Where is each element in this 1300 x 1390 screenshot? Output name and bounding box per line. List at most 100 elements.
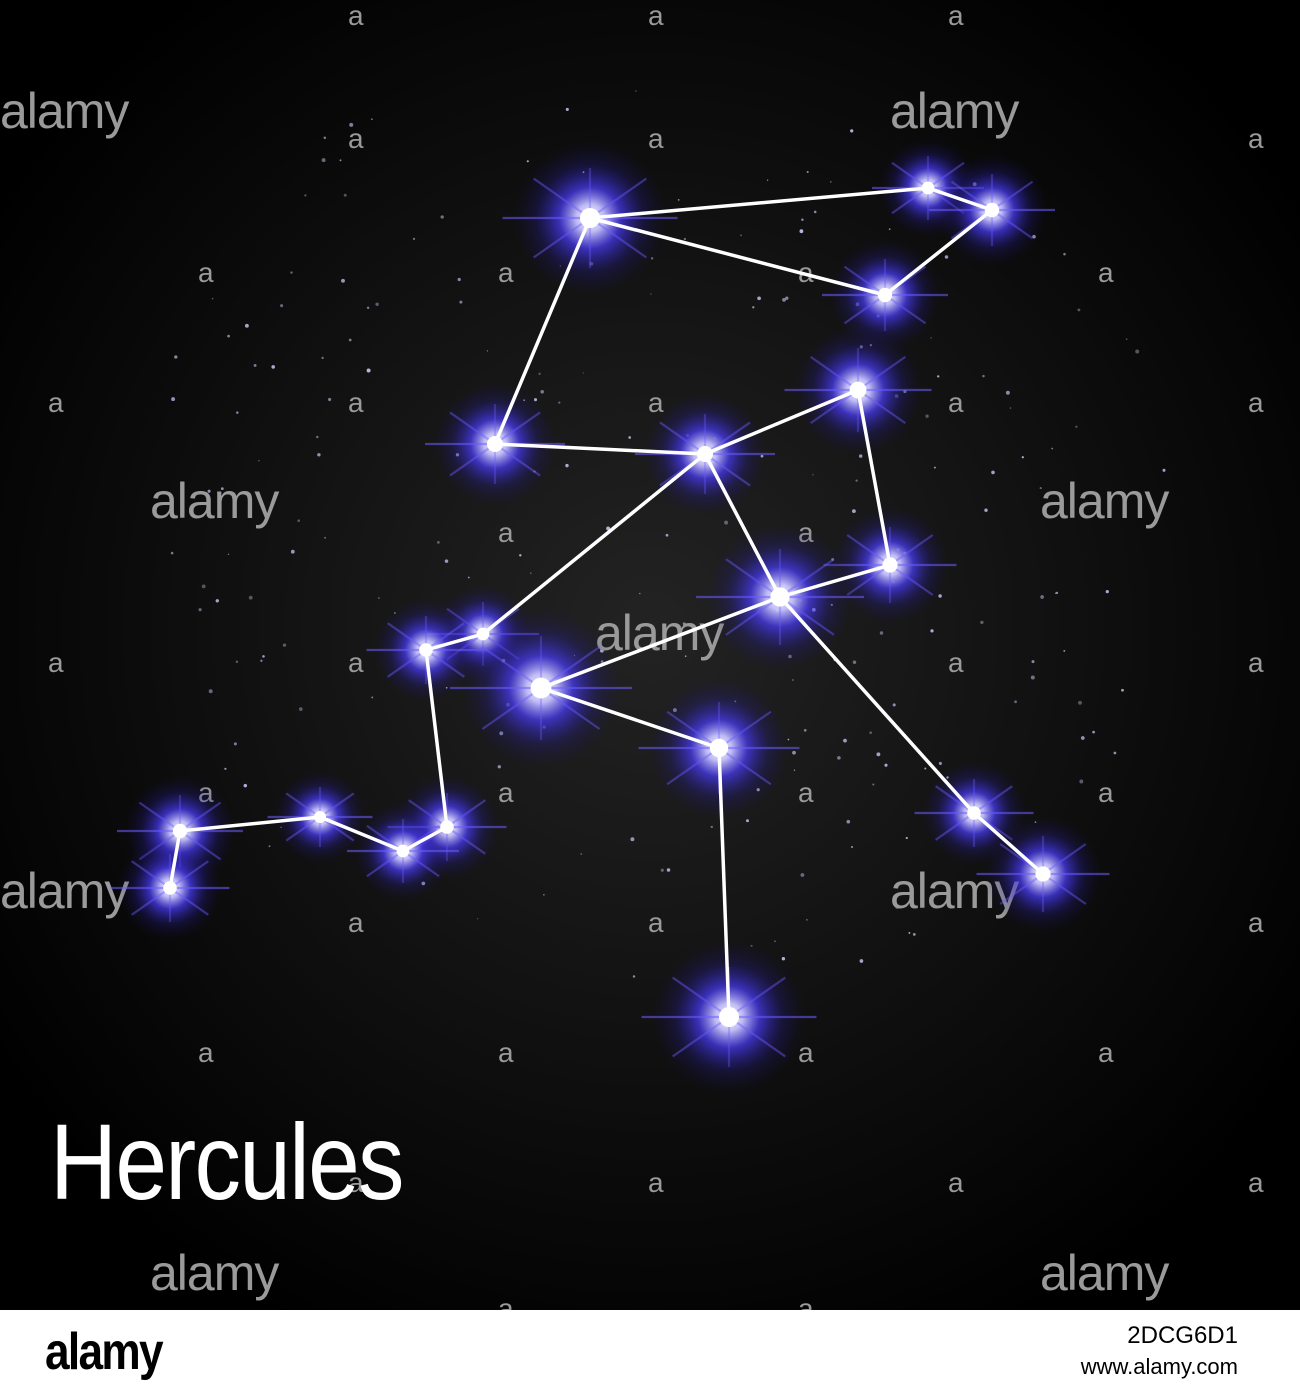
constellation-star	[697, 446, 713, 462]
background-star	[316, 435, 319, 439]
watermark-icon: a	[648, 907, 664, 938]
background-star	[349, 122, 354, 127]
watermark-icon: a	[348, 1167, 364, 1198]
background-star	[558, 401, 561, 404]
constellation-line	[424, 632, 485, 652]
background-star	[635, 90, 637, 92]
constellation-star	[419, 643, 433, 657]
background-star	[630, 837, 635, 842]
background-star	[253, 363, 257, 367]
watermark-text: alamy	[150, 1245, 279, 1301]
background-star	[1075, 425, 1078, 428]
constellation-star	[1035, 866, 1051, 882]
constellation-line	[926, 186, 994, 212]
background-star	[201, 584, 206, 589]
background-star	[683, 237, 687, 241]
constellation-star	[172, 823, 188, 839]
background-star	[519, 554, 522, 557]
constellation-line	[588, 186, 930, 220]
background-star	[799, 229, 804, 234]
background-star	[746, 819, 749, 823]
background-star	[317, 453, 321, 457]
background-star	[846, 819, 851, 824]
watermark-icon: a	[1248, 647, 1264, 678]
watermark-text: alamy	[0, 863, 129, 919]
background-star	[348, 338, 352, 342]
background-star	[980, 620, 984, 625]
constellation-star	[849, 381, 867, 399]
background-star	[321, 158, 326, 163]
watermark-icon: a	[948, 647, 964, 678]
background-star	[565, 107, 569, 111]
background-star	[1063, 649, 1066, 652]
background-star	[215, 599, 219, 603]
background-star	[323, 136, 327, 140]
background-star	[1030, 675, 1035, 680]
constellation-star	[770, 587, 790, 607]
background-star	[1054, 592, 1057, 595]
background-star	[850, 129, 854, 133]
background-star	[884, 763, 888, 767]
background-star	[1039, 487, 1042, 490]
background-star	[806, 170, 809, 174]
watermark-icon: a	[1248, 123, 1264, 154]
background-star	[248, 595, 253, 600]
background-star	[321, 356, 324, 360]
watermark-icon: a	[1248, 907, 1264, 938]
background-star	[290, 271, 293, 274]
background-star	[233, 742, 237, 746]
constellation-line	[703, 452, 782, 599]
background-star	[800, 873, 805, 877]
background-star	[339, 159, 342, 162]
background-star	[908, 931, 911, 934]
constellation-title: Hercules	[50, 1101, 404, 1222]
background-star	[632, 975, 636, 978]
background-star	[740, 234, 742, 237]
background-star	[486, 350, 489, 352]
background-star	[792, 750, 796, 755]
constellation-line	[856, 388, 892, 567]
background-star	[282, 643, 287, 647]
watermark-text: alamy	[1040, 1245, 1169, 1301]
background-star	[298, 707, 303, 711]
constellation-star	[921, 181, 935, 195]
background-star	[171, 397, 176, 402]
background-star	[1021, 456, 1024, 459]
background-star	[280, 304, 284, 308]
background-star	[781, 957, 786, 961]
constellation-star	[163, 881, 177, 895]
background-star	[879, 631, 884, 635]
background-star	[801, 218, 804, 222]
watermark-icon: a	[648, 1167, 664, 1198]
watermark-text: alamy	[595, 605, 724, 661]
background-star	[341, 278, 345, 283]
watermark-icon: a	[798, 257, 814, 288]
constellation-line	[588, 216, 887, 297]
constellation-star	[877, 287, 893, 303]
background-star	[258, 460, 260, 462]
background-star	[925, 414, 929, 418]
background-star	[304, 194, 307, 197]
background-star	[236, 411, 239, 414]
background-star	[982, 374, 985, 378]
background-star	[984, 508, 988, 512]
background-star	[793, 769, 796, 771]
background-star	[375, 302, 379, 307]
background-star	[682, 622, 686, 626]
background-star	[530, 572, 532, 574]
constellation-star	[709, 738, 729, 758]
watermark-icon: a	[798, 777, 814, 808]
background-star	[371, 696, 374, 699]
constellation-star	[314, 811, 326, 823]
watermark-icon: a	[48, 387, 64, 418]
background-star	[1162, 468, 1166, 472]
background-star	[211, 297, 214, 300]
background-star	[526, 160, 529, 163]
background-star	[1105, 589, 1109, 594]
watermark-icon: a	[1098, 257, 1114, 288]
background-star	[227, 334, 230, 338]
watermark-icon: a	[348, 123, 364, 154]
watermark-icon: a	[198, 1037, 214, 1068]
background-star	[459, 300, 463, 304]
watermark-icon: a	[498, 1293, 514, 1310]
